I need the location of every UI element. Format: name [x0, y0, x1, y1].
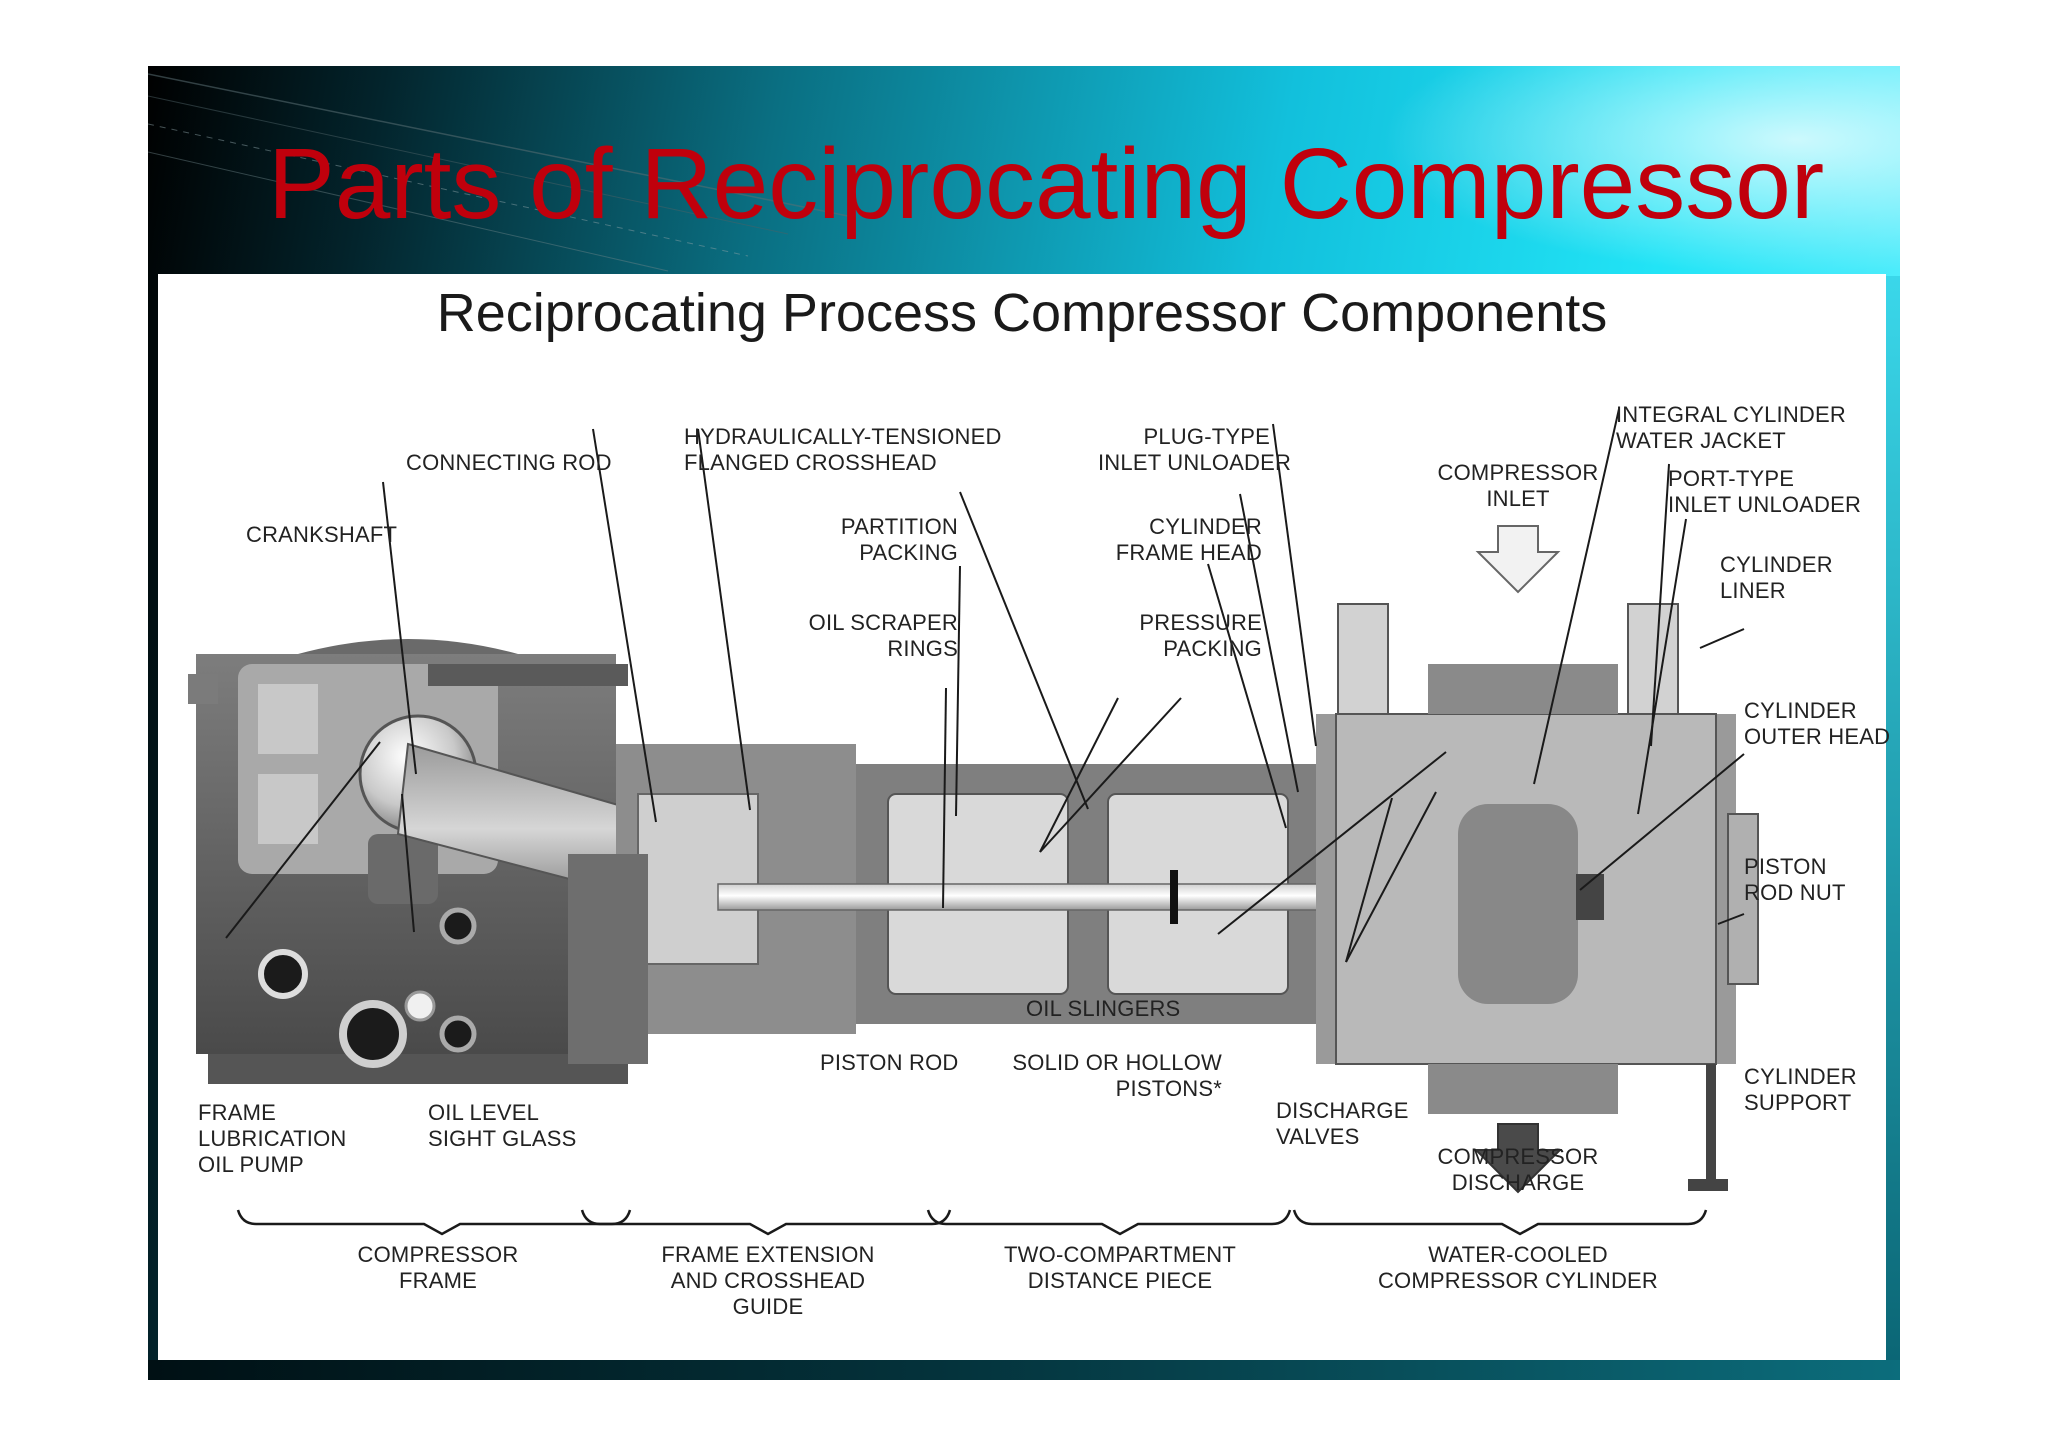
section-water-cooled-cylinder: WATER-COOLED COMPRESSOR CYLINDER [1377, 1242, 1659, 1293]
label-oil-scraper-rings: OIL SCRAPER RINGS [808, 610, 958, 661]
label-compressor-inlet: COMPRESSOR INLET [1437, 460, 1599, 511]
label-partition-packing: PARTITION PACKING [840, 514, 958, 565]
label-solid-hollow-pistons: SOLID OR HOLLOW PISTONS* [1012, 1050, 1222, 1101]
label-crankshaft: CRANKSHAFT [246, 522, 398, 547]
label-cylinder-outer-head: CYLINDER OUTER HEAD [1744, 698, 1891, 749]
label-cylinder-support: CYLINDER SUPPORT [1744, 1064, 1857, 1115]
label-piston-rod-nut: PISTON ROD NUT [1744, 854, 1846, 905]
label-compressor-discharge: COMPRESSOR DISCHARGE [1437, 1144, 1599, 1195]
section-distance-piece: TWO-COMPARTMENT DISTANCE PIECE [1004, 1242, 1236, 1293]
label-oil-slingers: OIL SLINGERS [1026, 996, 1181, 1021]
slide-background-glow [1380, 66, 1900, 276]
label-hydraulic-crosshead: HYDRAULICALLY-TENSIONED FLANGED CROSSHEA… [684, 424, 1002, 475]
label-plug-type-unloader: PLUG-TYPE INLET UNLOADER [1098, 424, 1292, 475]
section-braces [236, 1209, 1708, 1236]
discharge-arrow [1473, 1123, 1563, 1194]
slide-title: Parts of Reciprocating Compressor [268, 128, 1825, 240]
diagram-panel: Reciprocating Process Compressor Compone… [158, 274, 1890, 1360]
slide-decorative-lines [148, 73, 848, 272]
oil-slinger-left [1170, 870, 1178, 924]
label-cylinder-liner: CYLINDER LINER [1720, 552, 1833, 603]
label-frame-lube-pump: FRAME LUBRICATION OIL PUMP [198, 1100, 347, 1177]
label-oil-level-glass: OIL LEVEL SIGHT GLASS [428, 1100, 577, 1151]
label-pressure-packing: PRESSURE PACKING [1139, 610, 1262, 661]
section-frame-extension: FRAME EXTENSION AND CROSSHEAD GUIDE [661, 1242, 875, 1319]
slide: Parts of Reciprocating Compressor Recipr… [148, 66, 1900, 1380]
slide-bottom-border [148, 1360, 1900, 1380]
label-discharge-valves: DISCHARGE VALVES [1276, 1098, 1409, 1149]
label-port-type-unloader: PORT-TYPE INLET UNLOADER [1668, 466, 1862, 517]
slide-right-border [1886, 276, 1900, 1380]
compressor-illustration [188, 408, 1759, 1236]
section-compressor-frame: COMPRESSOR FRAME [357, 1242, 519, 1293]
leader-lines [225, 408, 1745, 963]
label-integral-water-jacket: INTEGRAL CYLINDER WATER JACKET [1616, 402, 1846, 453]
compressor-cylinder-body [1316, 603, 1759, 1191]
diagram-title: Reciprocating Process Compressor Compone… [436, 283, 1608, 343]
label-cylinder-frame-head: CYLINDER FRAME HEAD [1115, 514, 1262, 565]
label-connecting-rod: CONNECTING ROD [406, 450, 612, 475]
label-piston-rod: PISTON ROD [820, 1050, 959, 1075]
inlet-arrow [1475, 525, 1561, 594]
